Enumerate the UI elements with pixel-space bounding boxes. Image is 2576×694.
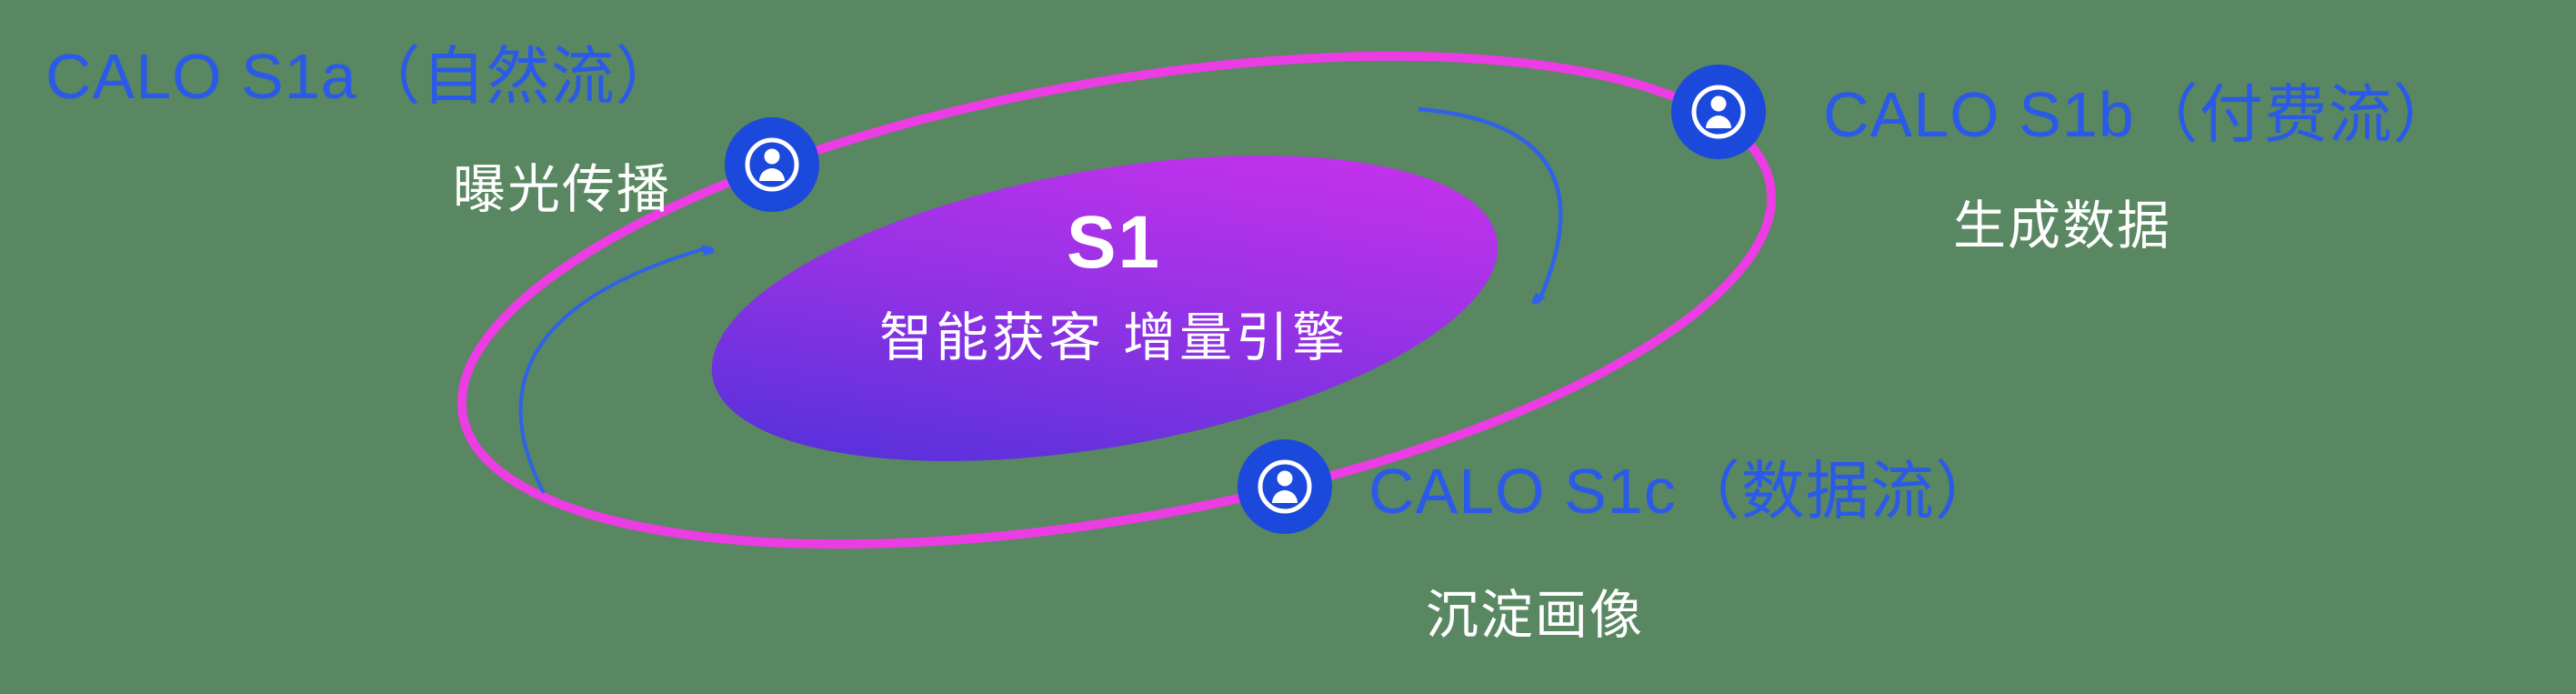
node-subtitle-s1c: 沉淀画像	[1426, 586, 1645, 645]
user-badge-icon-s1c	[1238, 439, 1332, 534]
core-subtitle: 智能获客 增量引擎	[878, 308, 1349, 367]
node-title-s1b: CALO S1b（付费流）	[1823, 79, 2458, 150]
user-badge-icon-s1b	[1671, 65, 1766, 159]
orbit-ring	[456, 51, 1777, 549]
core-title: S1	[1066, 201, 1162, 284]
flow-arrow-left	[518, 247, 709, 494]
core-label-group: S1 智能获客 增量引擎	[823, 206, 1405, 371]
node-subtitle-s1b: 生成数据	[1953, 196, 2172, 256]
flow-arrow-top-right	[1418, 106, 1563, 302]
user-badge-icon-s1a	[725, 117, 819, 212]
core-ellipse	[711, 156, 1498, 461]
node-title-s1c: CALO S1c（数据流）	[1368, 456, 2000, 527]
node-subtitle-s1a: 曝光传播	[453, 160, 672, 219]
node-title-s1a: CALO S1a（自然流）	[45, 41, 680, 112]
